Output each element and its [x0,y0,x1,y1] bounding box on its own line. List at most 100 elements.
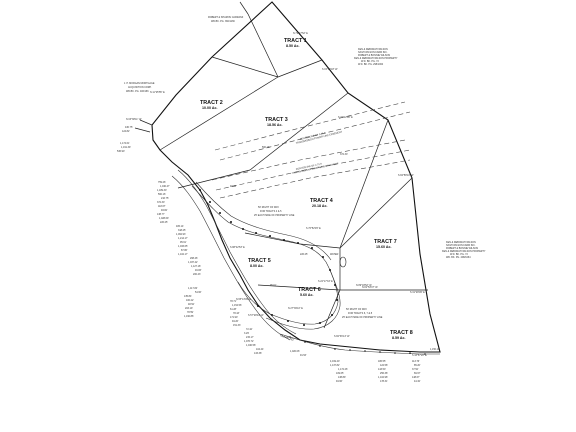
tract-7-label: TRACT 7 15.60 Ac. [374,239,397,249]
easement-note-row4: 50' RIGHT OF WAY FOR TRACTS 4 & 5 25' EA… [254,206,295,217]
distance-label: 1,028.69' [159,217,169,220]
svg-text:W.D. BK. PG. 72: W.D. BK. PG. 72 [361,60,379,63]
svg-text:NASH WILSON FARM INC.: NASH WILSON FARM INC. [358,51,388,54]
svg-text:TRACT 2: TRACT 2 [200,100,223,106]
tract-line [244,232,301,245]
west-road-edge [171,175,291,341]
distance-label: 37.52' [412,368,419,371]
distance-label: 104.44' [256,348,264,351]
distance-label: 138.89' [338,376,346,379]
distance-label: 4,019.40' [330,360,340,363]
distance-label: 1,190.86' [184,315,194,318]
distance-label: 200.43' [193,273,201,276]
distance-label: 122.58' [380,364,388,367]
distance-label: 203.19' [185,307,193,310]
distance-label: 1,020.06' [290,350,300,353]
distance-label: 1,102.98' [378,376,388,379]
distance-label: 1,191.39' [121,146,131,149]
distance-label: 405.14' [176,225,184,228]
south-road-marks [289,336,426,355]
south-road [279,333,440,355]
svg-text:25' EACH SIDE OF PROPERTY LINE: 25' EACH SIDE OF PROPERTY LINE [254,214,295,217]
svg-text:20.18 Ac.: 20.18 Ac. [312,204,327,208]
svg-text:WD.BK. PG. 360/1166: WD.BK. PG. 360/1166 [211,20,235,23]
distance-label: 1,174.61' [120,142,130,145]
svg-text:FOR TRACTS 6, 7 & 8: FOR TRACTS 6, 7 & 8 [348,312,373,315]
easement-note-upper: CENTERLINE OF A 75 ft TRANSMISSION POWER… [296,130,344,145]
tract-line [211,56,279,78]
distance-label: 1,154.56' [232,304,242,307]
svg-text:FOR TRACTS 4 & 5: FOR TRACTS 4 & 5 [260,210,282,213]
tract-line [257,284,341,291]
distance-label: 560.16' [158,193,166,196]
svg-text:CENTERLINE OF A 75 ft: CENTERLINE OF A 75 ft [300,132,327,141]
owner-block-right-top: KEN & DEBORAH WILSON NASH WILSON FARM IN… [354,48,398,66]
tract-line [159,76,279,151]
svg-text:93.82': 93.82' [230,185,237,188]
distance-label: 61.28' [230,308,237,311]
svg-text:TRACT 6: TRACT 6 [298,287,321,293]
distance-annotations-lower-left: 1,117.84' 54.66' 135.84' 100.22' 48.52' … [184,287,264,355]
distance-label: 138.77' [157,213,165,216]
power-easement-lower [211,139,406,181]
svg-text:15.60 Ac.: 15.60 Ac. [376,245,391,249]
distance-label: 85.20' [414,364,421,367]
distance-label: 171.90' [230,316,238,319]
bearing-label: N 11°25'55" E [150,91,165,94]
svg-text:25' EACH SIDE OF PROPERTY LINE: 25' EACH SIDE OF PROPERTY LINE [342,316,383,319]
tract-line [247,13,279,78]
tract-2-label: TRACT 2 10.00 Ac. [200,100,223,110]
distance-label: 216.75' [161,197,169,200]
distance-label: 151.33' [233,324,241,327]
tract-6-label: TRACT 6 5.60 Ac. [298,287,321,297]
svg-text:8.00 Ac.: 8.00 Ac. [250,264,263,268]
distance-label: 44.32' [414,380,421,383]
outer-boundary [151,1,441,353]
owner-block-right-mid: KEN & DEBORAH WILSON NASH WILSON FARM IN… [442,241,486,259]
distance-label: 124.82' [122,130,130,133]
pond [339,256,347,268]
tract-line [249,92,349,171]
tract-3-label: TRACT 3 18.56 Ac. [265,117,288,127]
distance-label: 1,214.17' [178,237,188,240]
distance-label: 1,033.65' [178,245,188,248]
distance-label: 430.75' [125,126,133,129]
tract-line [299,243,341,249]
distance-label: 109.65' [336,372,344,375]
bearing-label: N 81°53'37" W [362,286,378,289]
svg-text:ROBERT & BONNIE WILSON: ROBERT & BONNIE WILSON [358,54,390,57]
distance-label: 1,172.26' [338,368,348,371]
power-easement-lower-edge [219,159,411,199]
tract-line [323,289,341,329]
tract-line [339,119,389,249]
lot-line [139,119,153,126]
svg-text:W.D. BK. PG. 298/1064: W.D. BK. PG. 298/1064 [358,63,384,66]
road-name: CLARK RD [280,333,295,342]
distance-label: 1,076.72' [244,340,254,343]
tract-8-label: TRACT 8 8.59 Ac. [390,330,413,340]
bearing-label: N 89°03'52" W [356,284,372,287]
svg-text:WD. BK. PG. 298/1064: WD. BK. PG. 298/1064 [446,256,471,259]
svg-text:50' RIGHT OF WAY: 50' RIGHT OF WAY [346,308,367,311]
distance-label: 133.38' [254,352,262,355]
distance-label: 178.31' [380,380,388,383]
road-edge [265,269,341,330]
bearing-label: N 65°13'09" E [236,298,251,301]
distance-label: 268.46' [190,257,198,260]
svg-text:CENTERLINE OF A 75 ft: CENTERLINE OF A 75 ft [296,162,323,171]
bearing-label: S 22°17'34" E [318,280,333,283]
distance-label: 1,040.58' [246,344,256,347]
bearing-label: S 57°28'44" W [248,314,264,317]
pond-label: WATER [330,253,339,256]
svg-text:KEN & DEBORAH WILSON PROPERTY: KEN & DEBORAH WILSON PROPERTY [442,250,486,253]
distance-label: 143.50' [378,368,386,371]
distance-label: 3.29' [244,332,250,335]
road-edge [195,181,332,261]
owner-block-left: J. P. MORGAN MORTGAGE ACQUISITION CORP. … [124,82,155,93]
tract-line [339,177,413,249]
easement-note-lower: CENTERLINE OF A 75 ft TRANSMISSION POWER… [292,162,340,175]
distance-label: 1,037.42' [188,261,198,264]
distance-label: 1,150.16' [430,348,440,351]
distance-label: 95.61' [180,241,187,244]
bearing-label: N 03°38'11" W [126,118,142,121]
